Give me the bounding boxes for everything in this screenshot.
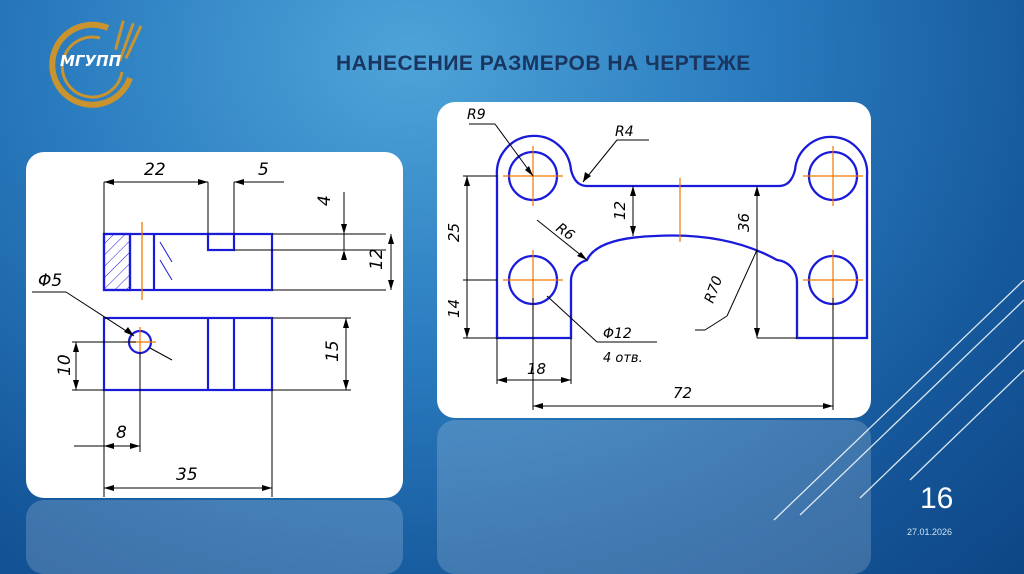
dim-72: 72 bbox=[673, 384, 692, 402]
dim-25: 25 bbox=[445, 223, 463, 242]
dim-r9: R9 bbox=[467, 107, 486, 123]
dim-15: 15 bbox=[323, 340, 343, 362]
logo-text: МГУПП bbox=[60, 52, 122, 70]
mgupp-logo: МГУПП bbox=[30, 14, 150, 114]
dim-r6: R6 bbox=[553, 220, 578, 244]
dim-10: 10 bbox=[55, 354, 75, 376]
dim-12: 12 bbox=[367, 248, 387, 270]
dim-12-right: 12 bbox=[611, 201, 629, 220]
dim-phi12: Φ12 bbox=[603, 326, 632, 342]
dim-r4: R4 bbox=[615, 124, 634, 140]
dim-5: 5 bbox=[258, 160, 269, 180]
dim-14: 14 bbox=[445, 299, 463, 318]
right-panel-reflection bbox=[437, 420, 871, 574]
dim-phi5: Φ5 bbox=[38, 271, 62, 291]
slide-date: 27.01.2026 bbox=[907, 527, 953, 537]
left-drawing-panel: 22 5 4 12 Φ5 10 15 8 35 bbox=[26, 152, 403, 498]
dim-35: 35 bbox=[176, 465, 198, 485]
left-drawing: 22 5 4 12 Φ5 10 15 8 35 bbox=[32, 160, 394, 497]
dim-4: 4 bbox=[315, 195, 335, 206]
dim-36: 36 bbox=[735, 213, 753, 232]
slide-title: НАНЕСЕНИЕ РАЗМЕРОВ НА ЧЕРТЕЖЕ bbox=[336, 52, 751, 75]
dim-holes: 4 отв. bbox=[603, 351, 643, 366]
left-panel-reflection bbox=[26, 500, 403, 574]
dim-18: 18 bbox=[527, 360, 546, 378]
dim-8: 8 bbox=[116, 423, 127, 443]
dim-22: 22 bbox=[144, 160, 166, 180]
decorative-lines bbox=[773, 280, 1024, 521]
right-drawing: R9 R4 25 12 R6 36 14 R70 Φ12 4 отв. 18 7… bbox=[445, 107, 869, 410]
dim-r70: R70 bbox=[702, 274, 726, 305]
slide-number: 16 bbox=[920, 482, 954, 515]
right-drawing-panel: R9 R4 25 12 R6 36 14 R70 Φ12 4 отв. 18 7… bbox=[437, 102, 871, 418]
